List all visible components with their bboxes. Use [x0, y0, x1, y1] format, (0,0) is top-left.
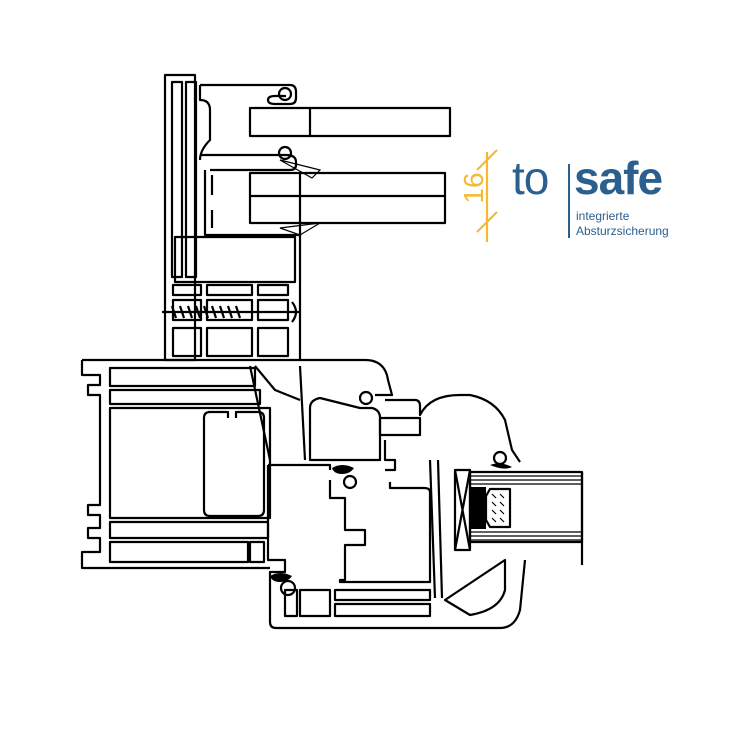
- logo-name: safe: [574, 152, 663, 204]
- window-frame-profile: [80, 358, 394, 570]
- fastening-screw: [162, 301, 300, 323]
- logo-subtitle-line1: integrierte: [576, 209, 630, 223]
- upper-glazing: [248, 106, 452, 236]
- dimension-marker: [476, 149, 498, 242]
- seal-gaskets: [270, 463, 512, 582]
- logo-divider: [568, 164, 570, 238]
- logo-prefix: to: [512, 152, 549, 204]
- screw-chamber: [171, 235, 297, 358]
- window-sash-profile: [266, 393, 527, 630]
- lower-glazing-panel: [453, 468, 584, 565]
- dimension-label: 16: [458, 172, 489, 204]
- tosafe-logo: to safe integrierte Absturzsicherung: [512, 152, 692, 242]
- logo-subtitle-line2: Absturzsicherung: [576, 224, 669, 238]
